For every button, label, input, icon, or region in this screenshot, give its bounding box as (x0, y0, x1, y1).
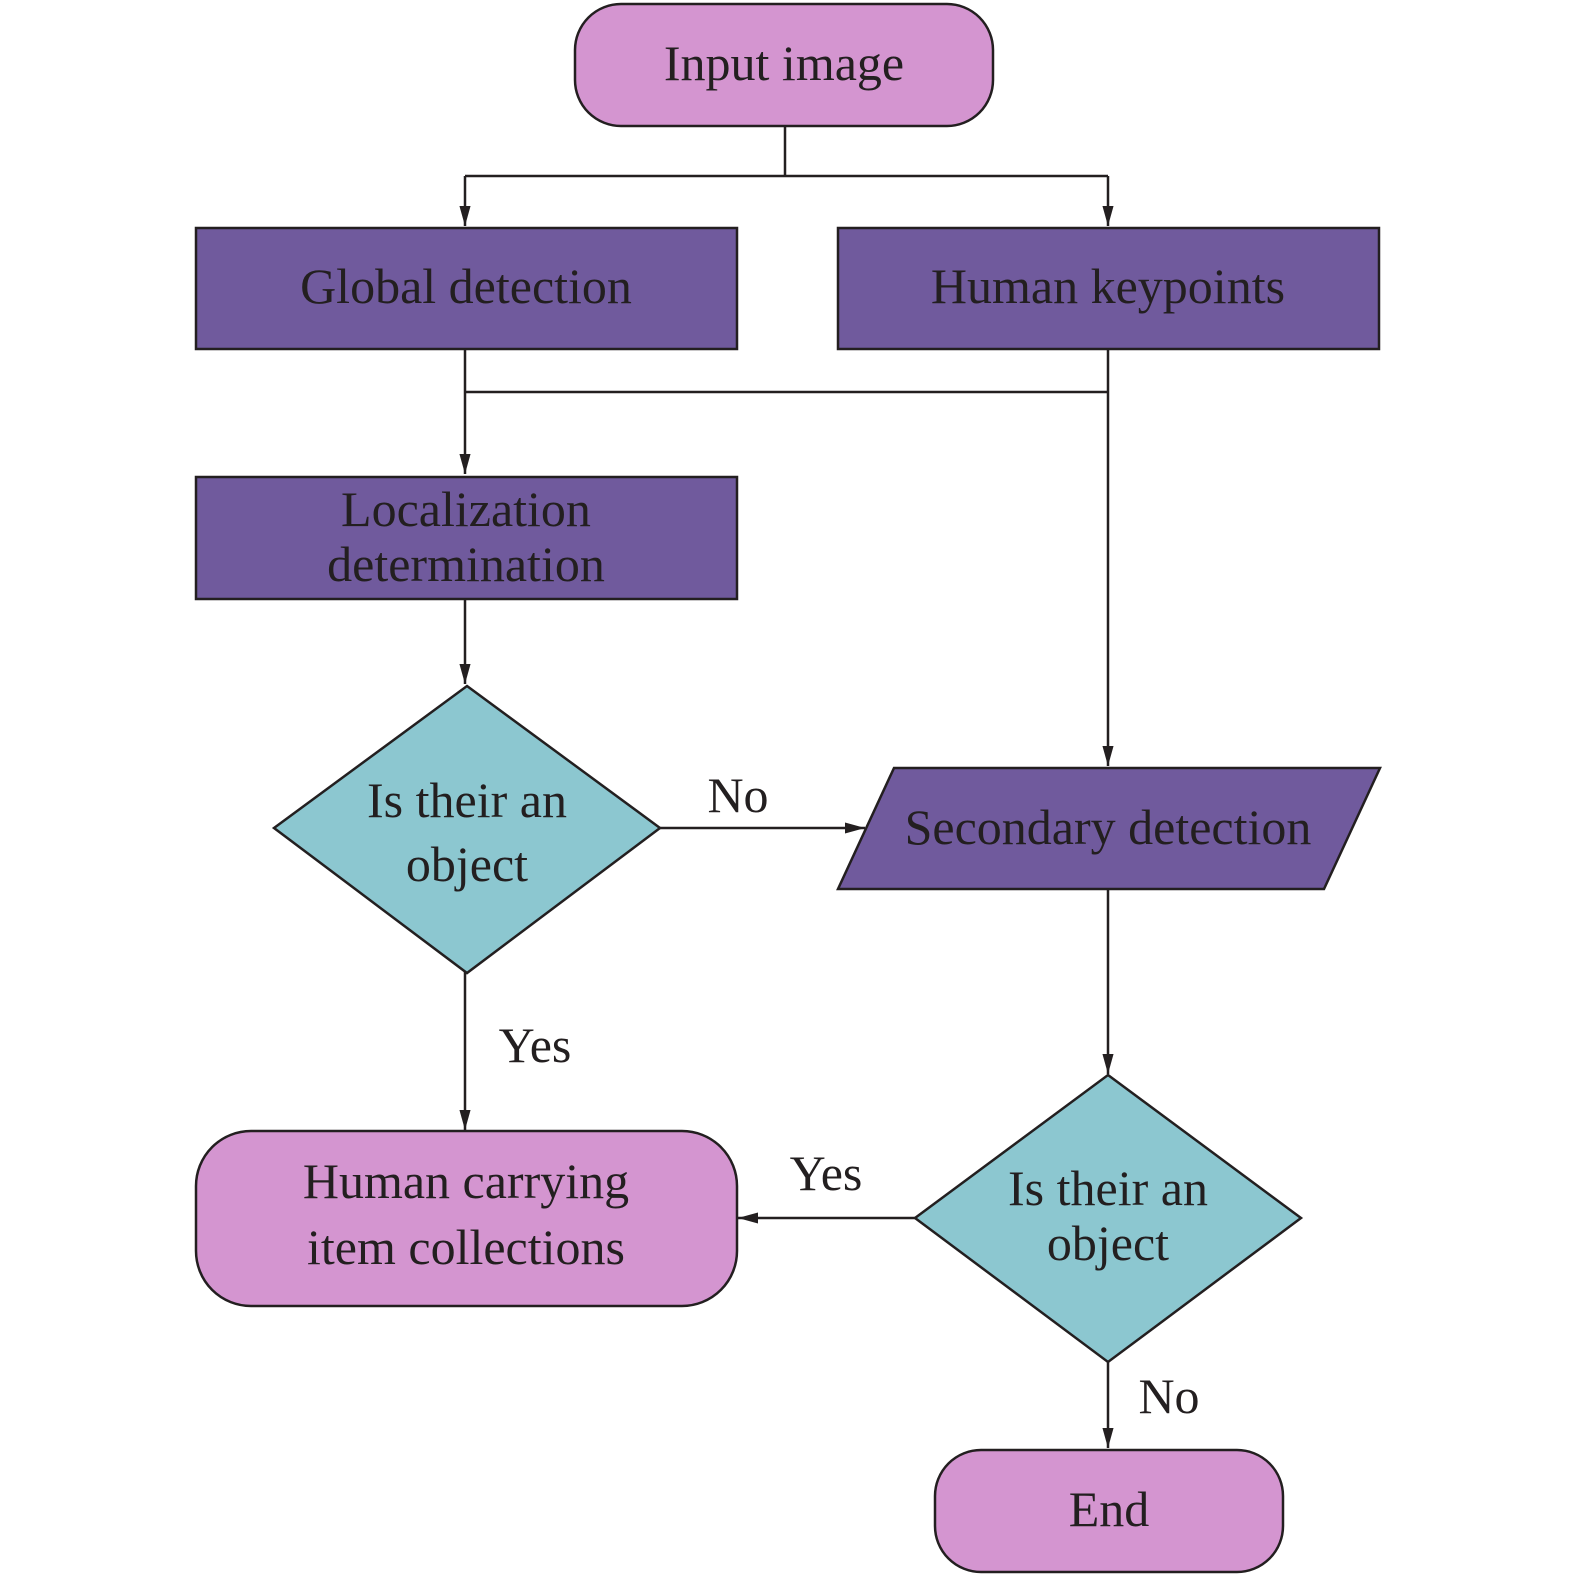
collections-shape (194, 1129, 739, 1308)
decision-2-label-line-2: object (1047, 1215, 1169, 1271)
edge-labels: No Yes Yes No (499, 767, 1200, 1424)
edge-label-decision-2-no: No (1138, 1368, 1199, 1424)
localization-label-line-1: Localization (341, 481, 591, 537)
secondary-detection-label: Secondary detection (905, 799, 1312, 855)
human-keypoints-label: Human keypoints (931, 258, 1285, 314)
node-global-detection: Global detection (194, 226, 739, 351)
node-human-carrying-item-collections: Human carrying item collections (194, 1129, 739, 1308)
node-decision-2: Is their an object (912, 1073, 1304, 1364)
node-secondary-detection: Secondary detection (836, 766, 1382, 891)
connectors (459, 126, 1114, 1448)
connector-merge (463, 348, 1110, 394)
decision-1-shape (271, 684, 663, 975)
node-human-keypoints: Human keypoints (836, 226, 1381, 351)
node-end: End (933, 1448, 1285, 1574)
global-detection-label: Global detection (300, 258, 632, 314)
collections-label-line-1: Human carrying (303, 1153, 629, 1209)
localization-determination-shape (194, 475, 739, 601)
end-shape (933, 1448, 1285, 1574)
global-detection-shape (194, 226, 739, 351)
collections-label-line-2: item collections (307, 1219, 625, 1275)
node-decision-1: Is their an object (271, 684, 663, 975)
input-image-shape (573, 2, 995, 128)
edge-label-decision-1-yes: Yes (499, 1017, 572, 1073)
connector-input-split (465, 126, 1108, 178)
human-keypoints-shape (836, 226, 1381, 351)
decision-2-shape (912, 1073, 1304, 1364)
localization-label-line-2: determination (327, 536, 605, 592)
decision-1-label-line-1: Is their an (367, 772, 567, 828)
input-image-label: Input image (664, 35, 904, 91)
edge-label-decision-1-no: No (707, 767, 768, 823)
end-label: End (1069, 1481, 1150, 1537)
edge-label-decision-2-yes: Yes (790, 1145, 863, 1201)
decision-2-label-line-1: Is their an (1008, 1160, 1208, 1216)
decision-1-label-line-2: object (406, 836, 528, 892)
node-input-image: Input image (573, 2, 995, 128)
secondary-detection-shape (836, 766, 1382, 891)
node-localization-determination: Localization determination (194, 475, 739, 601)
